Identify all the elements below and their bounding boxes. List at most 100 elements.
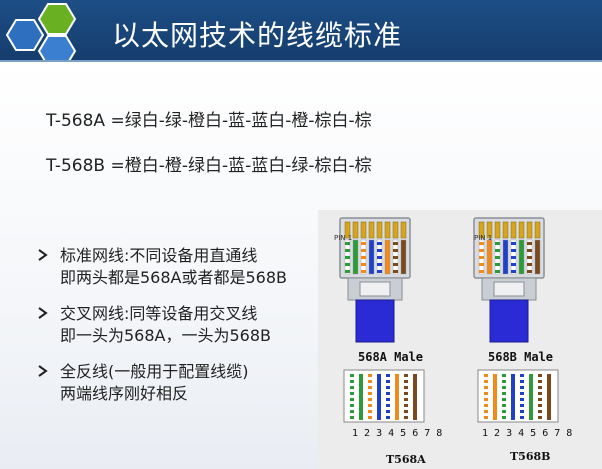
title-bar: 以太网技术的线缆标准 [0, 0, 602, 62]
hexagon-blue-icon [5, 19, 45, 51]
diagram-wire-b-2 [493, 374, 497, 420]
rj45-figure: PIN 1 PIN 1 568A Male 568B Male 1 2 3 4 … [318, 210, 602, 469]
wire-stripe-a-5-0 [377, 242, 382, 245]
contact-b-8 [534, 221, 541, 239]
contact-a-1 [344, 221, 351, 239]
wire-stripe-a-3-4 [361, 270, 366, 273]
diagram-stripe-a-1-0 [350, 374, 354, 377]
wire-stripe-a-3-2 [361, 256, 366, 259]
diagram-stripe-a-7-6 [404, 410, 408, 413]
contact-a-6 [384, 221, 391, 239]
diagram-stripe-b-3-2 [502, 386, 506, 389]
standard-568a-line: T-568A =绿白-绿-橙白-蓝-蓝白-橙-棕白-棕 [46, 106, 372, 131]
arrow-bullet-icon [38, 249, 48, 261]
diagram-stripe-b-5-4 [520, 398, 524, 401]
diagram-stripe-b-7-6 [538, 410, 542, 413]
diagram-stripe-a-1-3 [350, 392, 354, 395]
diagram-stripe-b-1-5 [484, 404, 488, 407]
bullet-line: 全反线(一般用于配置线缆) [60, 362, 249, 381]
diagram-stripe-a-3-5 [368, 404, 372, 407]
wire-stripe-b-5-1 [511, 249, 516, 252]
diagram-wire-b-8 [547, 374, 551, 420]
diagram-wire-a-6 [395, 374, 399, 420]
diagram-stripe-a-7-0 [404, 374, 408, 377]
wire-stripe-b-7-3 [527, 263, 532, 266]
diagram-stripe-a-5-1 [386, 380, 390, 383]
wire-a-2 [352, 239, 359, 275]
wire-stripe-a-5-1 [377, 249, 382, 252]
diagram-stripe-b-1-6 [484, 410, 488, 413]
diagram-stripe-b-5-0 [520, 374, 524, 377]
diagram-stripe-a-5-6 [386, 410, 390, 413]
wire-stripe-b-5-2 [511, 256, 516, 259]
bullet-list: 标准网线:不同设备用直通线 即两头都是568A或者都是568B 交叉网线:同等设… [36, 245, 326, 419]
plug-window-b [493, 281, 525, 297]
pin-label-a: PIN 1 [334, 234, 353, 242]
diagram-stripe-a-7-1 [404, 380, 408, 383]
diagram-stripe-b-5-6 [520, 410, 524, 413]
diagram-stripe-a-3-7 [368, 416, 372, 419]
diagram-stripe-b-1-1 [484, 380, 488, 383]
diagram-stripe-b-1-4 [484, 398, 488, 401]
contact-b-4 [502, 221, 509, 239]
diagram-stripe-a-3-1 [368, 380, 372, 383]
diagram-stripe-b-3-3 [502, 392, 506, 395]
diagram-wire-b-4 [511, 374, 515, 420]
wire-stripe-a-3-1 [361, 249, 366, 252]
wire-stripe-b-5-3 [511, 263, 516, 266]
diagram-stripe-b-3-1 [502, 380, 506, 383]
hexagon-green-icon [37, 3, 77, 35]
diagram-stripe-a-5-3 [386, 392, 390, 395]
diagram-stripe-b-5-7 [520, 416, 524, 419]
bullet-straight-through: 标准网线:不同设备用直通线 即两头都是568A或者都是568B [36, 245, 326, 289]
hexagon-logo-icon [5, 3, 77, 60]
diagram-stripe-b-1-3 [484, 392, 488, 395]
diagram-stripe-b-1-0 [484, 374, 488, 377]
wire-stripe-b-3-0 [495, 242, 500, 245]
diagram-stripe-a-1-4 [350, 398, 354, 401]
diagram-stripe-a-5-7 [386, 416, 390, 419]
standard-sequence: =绿白-绿-橙白-蓝-蓝白-橙-棕白-棕 [110, 111, 372, 131]
wire-stripe-b-5-0 [511, 242, 516, 245]
pin-numbers-b: 1 2 3 4 5 6 7 8 [482, 428, 573, 439]
wire-stripe-a-1-3 [345, 263, 350, 266]
wire-stripe-b-1-1 [479, 249, 484, 252]
pin-label-b: PIN 1 [474, 234, 493, 242]
contact-b-5 [510, 221, 517, 239]
bullet-line: 即两头都是568A或者都是568B [60, 268, 288, 287]
diagram-stripe-a-1-5 [350, 404, 354, 407]
diagram-stripe-a-1-1 [350, 380, 354, 383]
diagram-wire-a-8 [413, 374, 417, 420]
wire-stripe-a-7-0 [393, 242, 398, 245]
contact-a-2 [352, 221, 359, 239]
diagram-wire-a-4 [377, 374, 381, 420]
wire-stripe-b-3-1 [495, 249, 500, 252]
bullet-line: 即一头为568A，一头为568B [60, 326, 272, 345]
contact-b-1 [478, 221, 485, 239]
standard-sequence: =橙白-橙-绿白-蓝-蓝白-绿-棕白-棕 [110, 156, 372, 176]
diagram-stripe-b-5-1 [520, 380, 524, 383]
diagram-stripe-a-7-7 [404, 416, 408, 419]
contact-b-6 [518, 221, 525, 239]
plug-head-a [339, 217, 411, 279]
diagram-stripe-a-5-4 [386, 398, 390, 401]
contact-a-3 [360, 221, 367, 239]
diagram-stripe-b-7-4 [538, 398, 542, 401]
diagram-stripe-b-3-0 [502, 374, 506, 377]
wire-stripe-b-7-1 [527, 249, 532, 252]
diagram-stripe-a-3-0 [368, 374, 372, 377]
connector-a-label: 568A Male [358, 350, 424, 364]
diagram-stripe-a-5-5 [386, 404, 390, 407]
diagram-wire-a-2 [359, 374, 363, 420]
wire-stripe-a-1-2 [345, 256, 350, 259]
wire-stripe-a-7-2 [393, 256, 398, 259]
bullet-line: 交叉网线:同等设备用交叉线 [60, 304, 258, 323]
diagram-stripe-a-1-7 [350, 416, 354, 419]
wire-stripe-b-7-0 [527, 242, 532, 245]
diagram-stripe-b-5-2 [520, 386, 524, 389]
contact-a-8 [400, 221, 407, 239]
wire-stripe-a-1-0 [345, 242, 350, 245]
wire-stripe-b-7-4 [527, 270, 532, 273]
contact-a-7 [392, 221, 399, 239]
diagram-stripe-a-1-6 [350, 410, 354, 413]
